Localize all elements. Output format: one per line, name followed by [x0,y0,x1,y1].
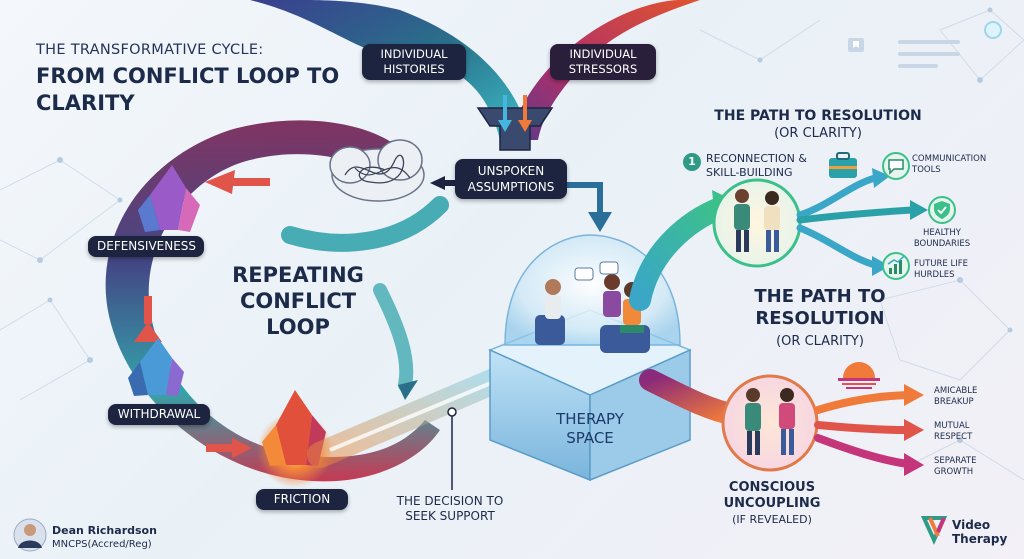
briefcase-icon [829,152,857,178]
path-top-subtitle: (OR CLARITY) [774,126,862,141]
loop-title: REPEATING CONFLICT LOOP [232,263,364,339]
loop-stage-friction: FRICTION [256,489,348,510]
crystal-icon [128,338,184,396]
therapy-space-label: THERAPY SPACE [556,410,624,447]
brand-name: Video Therapy [952,518,1008,546]
funnel-icon [476,95,554,151]
avatar [13,518,47,552]
item-healthy-boundaries: HEALTHY BOUNDARIES [913,228,971,249]
loop-arrows [134,170,270,458]
item-amicable-breakup: AMICABLE BREAKUP [934,386,978,407]
item-mutual-respect: MUTUAL RESPECT [934,421,973,442]
input-label-histories: INDIVIDUAL HISTORIES [362,44,466,80]
unspoken-assumptions-label: UNSPOKEN ASSUMPTIONS [455,159,567,199]
path-bottom-title: CONSCIOUS UNCOUPLING [723,480,821,511]
path-mid-subtitle: (OR CLARITY) [776,334,864,349]
bookmark-icon [848,38,864,52]
reconnection-circle [712,178,802,268]
crystal-icon [138,165,200,232]
therapy-session-figures [535,261,650,353]
uncoupling-circle [721,374,819,472]
sunset-icon [838,362,880,389]
item-separate-growth: SEPARATE GROWTH [934,456,977,477]
chat-bubble-icon [882,152,910,180]
step-number-badge: 1 [683,153,701,171]
cloud-scribble-icon [329,139,425,202]
loop-stage-defensiveness: DEFENSIVENESS [88,236,204,257]
glow-node-icon [984,21,1002,39]
path-top-title: THE PATH TO RESOLUTION [714,108,922,124]
couple-reconnected-figures [734,189,780,252]
item-future-life-hurdles: FUTURE LIFE HURDLES [914,259,969,280]
background-nodes [37,7,1013,443]
reconnection-label: RECONNECTION & SKILL-BUILDING [706,152,807,179]
input-label-stressors: INDIVIDUAL STRESSORS [550,44,656,80]
shield-check-icon [928,196,956,224]
menu-icon [898,40,960,68]
diagram-title: FROM CONFLICT LOOP TO CLARITY [36,64,340,115]
path-bottom-subtitle: (IF REVEALED) [732,513,812,526]
video-therapy-logo-icon [920,516,948,545]
item-communication-tools: COMMUNICATION TOOLS [912,154,987,175]
couple-uncoupling-figures [745,388,795,455]
loop-stage-withdrawal: WITHDRAWAL [108,404,210,425]
author-credentials: MNCPS(Accred/Reg) [52,539,152,550]
decision-label: THE DECISION TO SEEK SUPPORT [396,494,504,523]
chart-up-icon [882,252,910,280]
diagram-supertitle: THE TRANSFORMATIVE CYCLE: [36,42,264,58]
author-name: Dean Richardson [52,524,157,537]
path-mid-title: THE PATH TO RESOLUTION [754,286,886,329]
